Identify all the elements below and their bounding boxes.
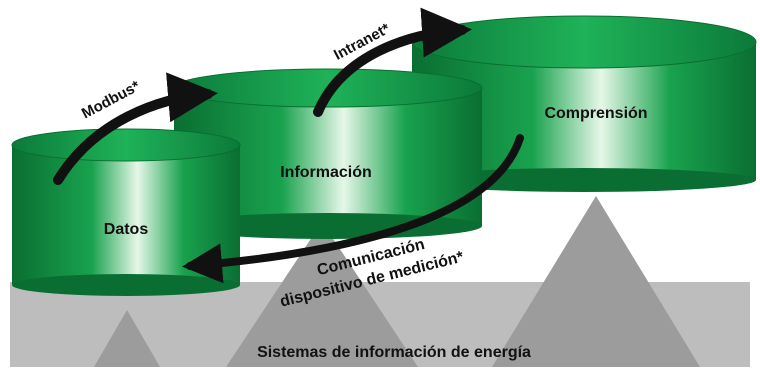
grey-peak (492, 196, 700, 367)
cylinder-label-comprension: Comprensión (544, 105, 647, 122)
cylinder-label-datos: Datos (104, 221, 149, 238)
grey-peak (94, 310, 160, 367)
footer-label: Sistemas de información de energía (257, 344, 531, 361)
cylinder-datos (11, 128, 241, 296)
comunicacion-arrow (182, 134, 524, 284)
grey-peak (226, 222, 418, 367)
modbus-arrow (53, 72, 218, 185)
intranet-arrow (313, 7, 472, 117)
cylinder-label-informacion: Información (280, 164, 372, 181)
